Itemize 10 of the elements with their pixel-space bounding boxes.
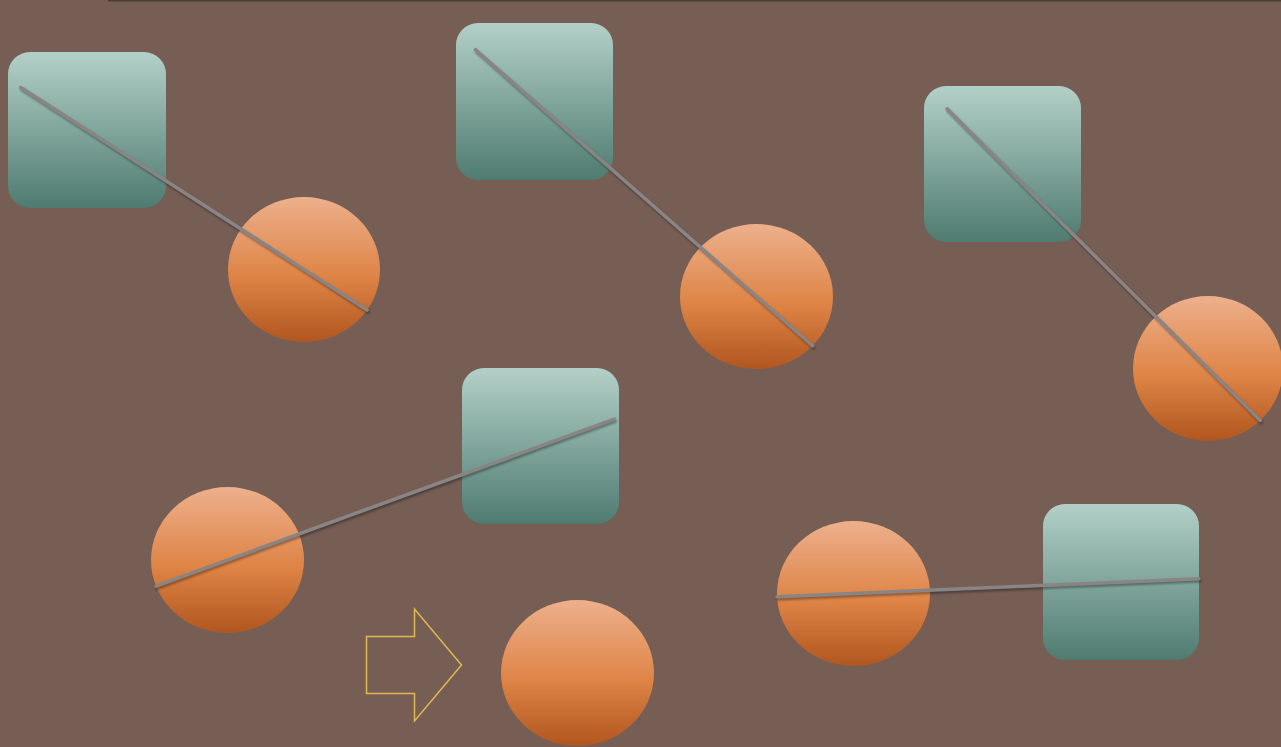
rounded-square (924, 86, 1081, 242)
connector-line (775, 576, 1201, 599)
rounded-square (462, 368, 619, 524)
connector-line (19, 85, 369, 312)
connector-line (473, 47, 815, 348)
connector-line (154, 417, 616, 588)
rounded-square (1043, 504, 1199, 660)
rounded-square (456, 23, 613, 180)
rounded-square (8, 52, 166, 208)
connector-line (945, 107, 1262, 423)
